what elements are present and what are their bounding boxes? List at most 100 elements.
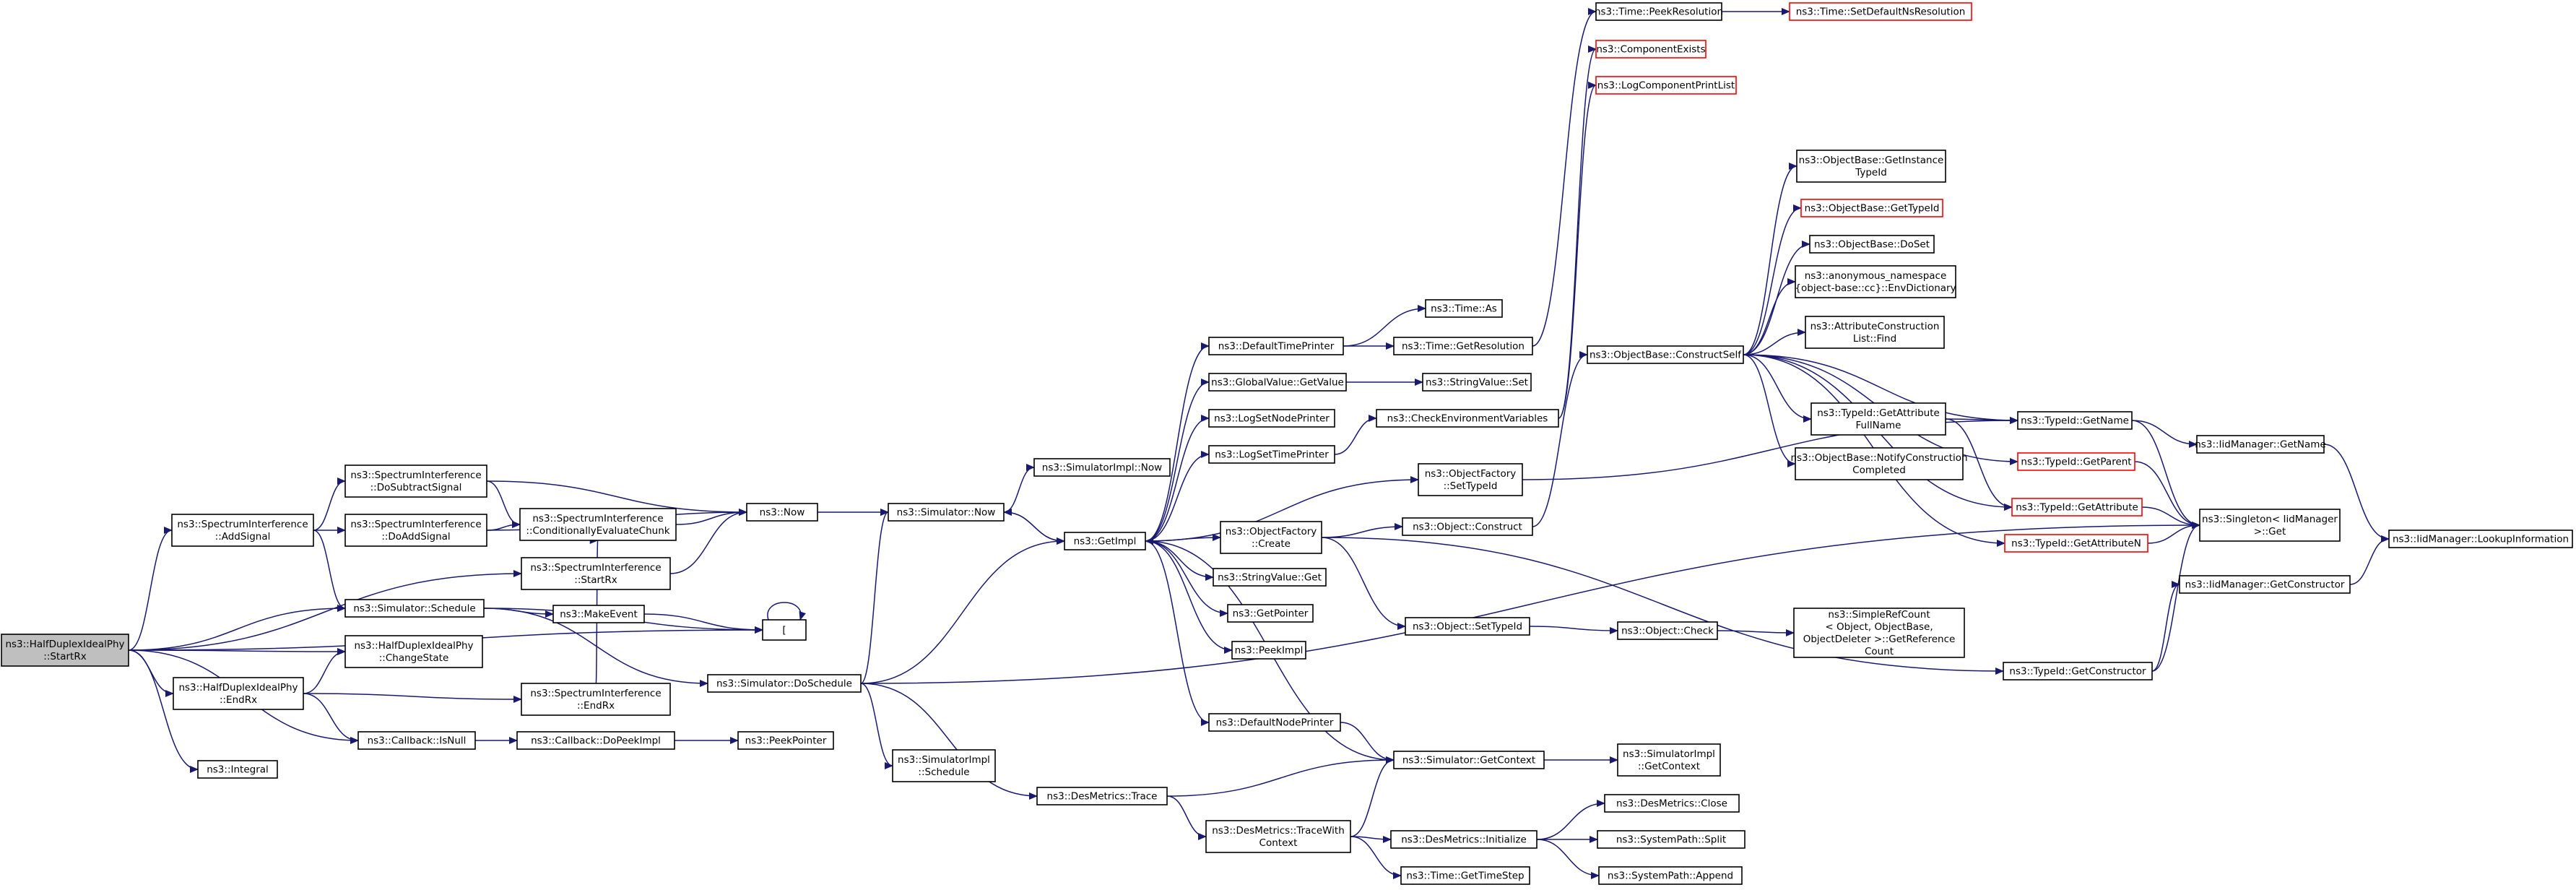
node-tigetconstructor[interactable]: ns3::TypeId::GetConstructor (2003, 662, 2153, 681)
node-label: < Object, ObjectBase, (1825, 621, 1933, 633)
node-tigetparent[interactable]: ns3::TypeId::GetParent (2017, 452, 2135, 471)
node-objsettypeid[interactable]: ns3::Object::SetTypeId (1405, 617, 1530, 636)
node-box (344, 599, 485, 618)
node-dosubtract[interactable]: ns3::SpectrumInterference::DoSubtractSig… (344, 465, 487, 498)
node-defaulttimeprinter[interactable]: ns3::DefaultTimePrinter (1208, 337, 1344, 355)
node-defaultnodeprinter[interactable]: ns3::DefaultNodePrinter (1208, 713, 1341, 732)
node-label: ns3::SpectrumInterference (530, 688, 661, 699)
node-simimplgetcontext[interactable]: ns3::SimulatorImpl::GetContext (1617, 743, 1721, 777)
node-doadd[interactable]: ns3::SpectrumInterference::DoAddSignal (344, 514, 487, 547)
node-label: ns3::AttributeConstruction (1810, 321, 1940, 332)
node-isnull[interactable]: ns3::Callback::IsNull (357, 731, 476, 750)
node-label: ns3::IidManager::GetConstructor (2185, 579, 2345, 591)
node-bracket[interactable]: [ (762, 619, 807, 641)
node-label: ns3::Now (760, 507, 805, 519)
node-timegettimestep[interactable]: ns3::Time::GetTimeStep (1400, 866, 1530, 885)
node-label: ns3::ObjectBase::ConstructSelf (1590, 350, 1742, 361)
node-label: ns3::SimulatorImpl (1623, 748, 1715, 760)
node-condeval[interactable]: ns3::SpectrumInterference::Conditionally… (519, 508, 677, 541)
node-tigetattrn[interactable]: ns3::TypeId::GetAttributeN (2004, 534, 2148, 553)
node-label: [ (782, 625, 786, 636)
node-peekimpl[interactable]: ns3::PeekImpl (1231, 641, 1306, 660)
node-logsetnodeprinter[interactable]: ns3::LogSetNodePrinter (1208, 409, 1335, 428)
node-obgettypeid[interactable]: ns3::ObjectBase::GetTypeId (1800, 199, 1943, 217)
node-objcheck[interactable]: ns3::Object::Check (1617, 621, 1718, 640)
node-sistartrx[interactable]: ns3::SpectrumInterference::StartRx (521, 557, 671, 590)
node-label: ::AddSignal (215, 531, 271, 543)
node-box (1220, 521, 1322, 554)
node-tigetattr[interactable]: ns3::TypeId::GetAttribute (2011, 498, 2143, 517)
node-sendrx[interactable]: ns3::SpectrumInterference::EndRx (521, 683, 671, 716)
node-startrx[interactable]: ns3::HalfDuplexIdealPhy::StartRx (1, 634, 129, 667)
edge-doschedule-to-desmtrace (860, 683, 1038, 800)
node-box (1805, 316, 1945, 349)
node-splitpath[interactable]: ns3::SystemPath::Split (1597, 830, 1745, 849)
node-iidgetname[interactable]: ns3::IidManager::GetName (2195, 435, 2326, 454)
node-simplerefcount[interactable]: ns3::SimpleRefCount< Object, ObjectBase,… (1793, 608, 1965, 658)
node-iidgetconstructor[interactable]: ns3::IidManager::GetConstructor (2179, 575, 2351, 594)
node-doschedule[interactable]: ns3::Simulator::DoSchedule (707, 674, 862, 693)
edge-condeval-to-now (675, 509, 747, 525)
node-simnow[interactable]: ns3::Simulator::Now (888, 503, 1005, 522)
node-dopeekimpl[interactable]: ns3::Callback::DoPeekImpl (516, 731, 675, 750)
node-changestate[interactable]: ns3::HalfDuplexIdealPhy::ChangeState (344, 635, 483, 668)
node-simimplschedule[interactable]: ns3::SimulatorImpl::Schedule (892, 749, 996, 782)
edge-endrx-to-isnull (303, 693, 359, 744)
node-checkenv[interactable]: ns3::CheckEnvironmentVariables (1376, 409, 1559, 428)
node-label: {object-base::cc}::EnvDictionary (1795, 282, 1956, 294)
node-ofcreate[interactable]: ns3::ObjectFactory::Create (1220, 521, 1322, 554)
edge-getimpl-to-gvgetvalue (1145, 379, 1210, 542)
node-envdict[interactable]: ns3::anonymous_namespace{object-base::cc… (1795, 265, 1956, 298)
node-label: ns3::Callback::IsNull (368, 735, 467, 747)
node-lookupinfo[interactable]: ns3::IidManager::LookupInformation (2388, 530, 2573, 548)
node-svget[interactable]: ns3::StringValue::Get (1213, 568, 1327, 587)
node-svset[interactable]: ns3::StringValue::Set (1422, 373, 1532, 392)
edge-getimpl-to-svget (1145, 540, 1214, 581)
node-label: ns3::Time::GetResolution (1402, 341, 1525, 353)
node-appendpath[interactable]: ns3::SystemPath::Append (1598, 866, 1743, 885)
node-desmclose[interactable]: ns3::DesMetrics::Close (1604, 794, 1740, 813)
node-timeas[interactable]: ns3::Time::As (1425, 299, 1503, 318)
node-makeevent[interactable]: ns3::MakeEvent (552, 605, 645, 623)
node-tigetname[interactable]: ns3::TypeId::GetName (2017, 411, 2133, 430)
node-ofsettypeid[interactable]: ns3::ObjectFactory::SetTypeId (1418, 463, 1523, 496)
node-label: ::StartRx (43, 651, 86, 662)
node-label: Count (1865, 646, 1894, 657)
node-constructself[interactable]: ns3::ObjectBase::ConstructSelf (1587, 345, 1744, 364)
edge-doschedule-to-simnow (860, 509, 889, 684)
node-simimplnow[interactable]: ns3::SimulatorImpl::Now (1033, 458, 1171, 477)
node-schedule[interactable]: ns3::Simulator::Schedule (344, 599, 485, 618)
node-endrx[interactable]: ns3::HalfDuplexIdealPhy::EndRx (173, 677, 304, 710)
node-logcompprint[interactable]: ns3::LogComponentPrintList (1595, 76, 1737, 95)
node-label: ns3::DesMetrics::TraceWith (1212, 825, 1345, 837)
node-logsettimeprinter[interactable]: ns3::LogSetTimePrinter (1208, 445, 1335, 464)
node-peekpointer[interactable]: ns3::PeekPointer (737, 731, 834, 750)
edge-tigetconstructor-to-singletonget (2151, 522, 2200, 672)
node-timegetres[interactable]: ns3::Time::GetResolution (1393, 337, 1533, 355)
node-setdefaultns[interactable]: ns3::Time::SetDefaultNsResolution (1789, 2, 1972, 21)
node-desminit[interactable]: ns3::DesMetrics::Initialize (1390, 830, 1538, 849)
node-peekres[interactable]: ns3::Time::PeekResolution (1595, 2, 1723, 21)
node-notifyconstruction[interactable]: ns3::ObjectBase::NotifyConstructionCompl… (1790, 447, 1968, 480)
node-addsignal[interactable]: ns3::SpectrumInterference::AddSignal (171, 514, 314, 547)
node-label: ::EndRx (220, 694, 257, 706)
node-box (1, 634, 129, 667)
node-objconstruct[interactable]: ns3::Object::Construct (1402, 517, 1533, 536)
edge-sistartrx-to-now (669, 509, 747, 574)
node-now[interactable]: ns3::Now (746, 503, 818, 522)
node-getimpl[interactable]: ns3::GetImpl (1064, 532, 1146, 550)
node-simgetcontext[interactable]: ns3::Simulator::GetContext (1393, 751, 1545, 769)
node-desmtrace[interactable]: ns3::DesMetrics::Trace (1036, 787, 1168, 805)
node-box (2011, 498, 2143, 517)
node-obdoset[interactable]: ns3::ObjectBase::DoSet (1809, 235, 1935, 254)
node-getpointer[interactable]: ns3::GetPointer (1227, 604, 1314, 623)
node-integral[interactable]: ns3::Integral (197, 760, 278, 779)
node-label: >::Get (2254, 526, 2286, 537)
node-singletonget[interactable]: ns3::Singleton< IidManager >::Get (2199, 509, 2341, 542)
node-gvgetvalue[interactable]: ns3::GlobalValue::GetValue (1208, 373, 1347, 392)
node-compexists[interactable]: ns3::ComponentExists (1595, 40, 1707, 59)
